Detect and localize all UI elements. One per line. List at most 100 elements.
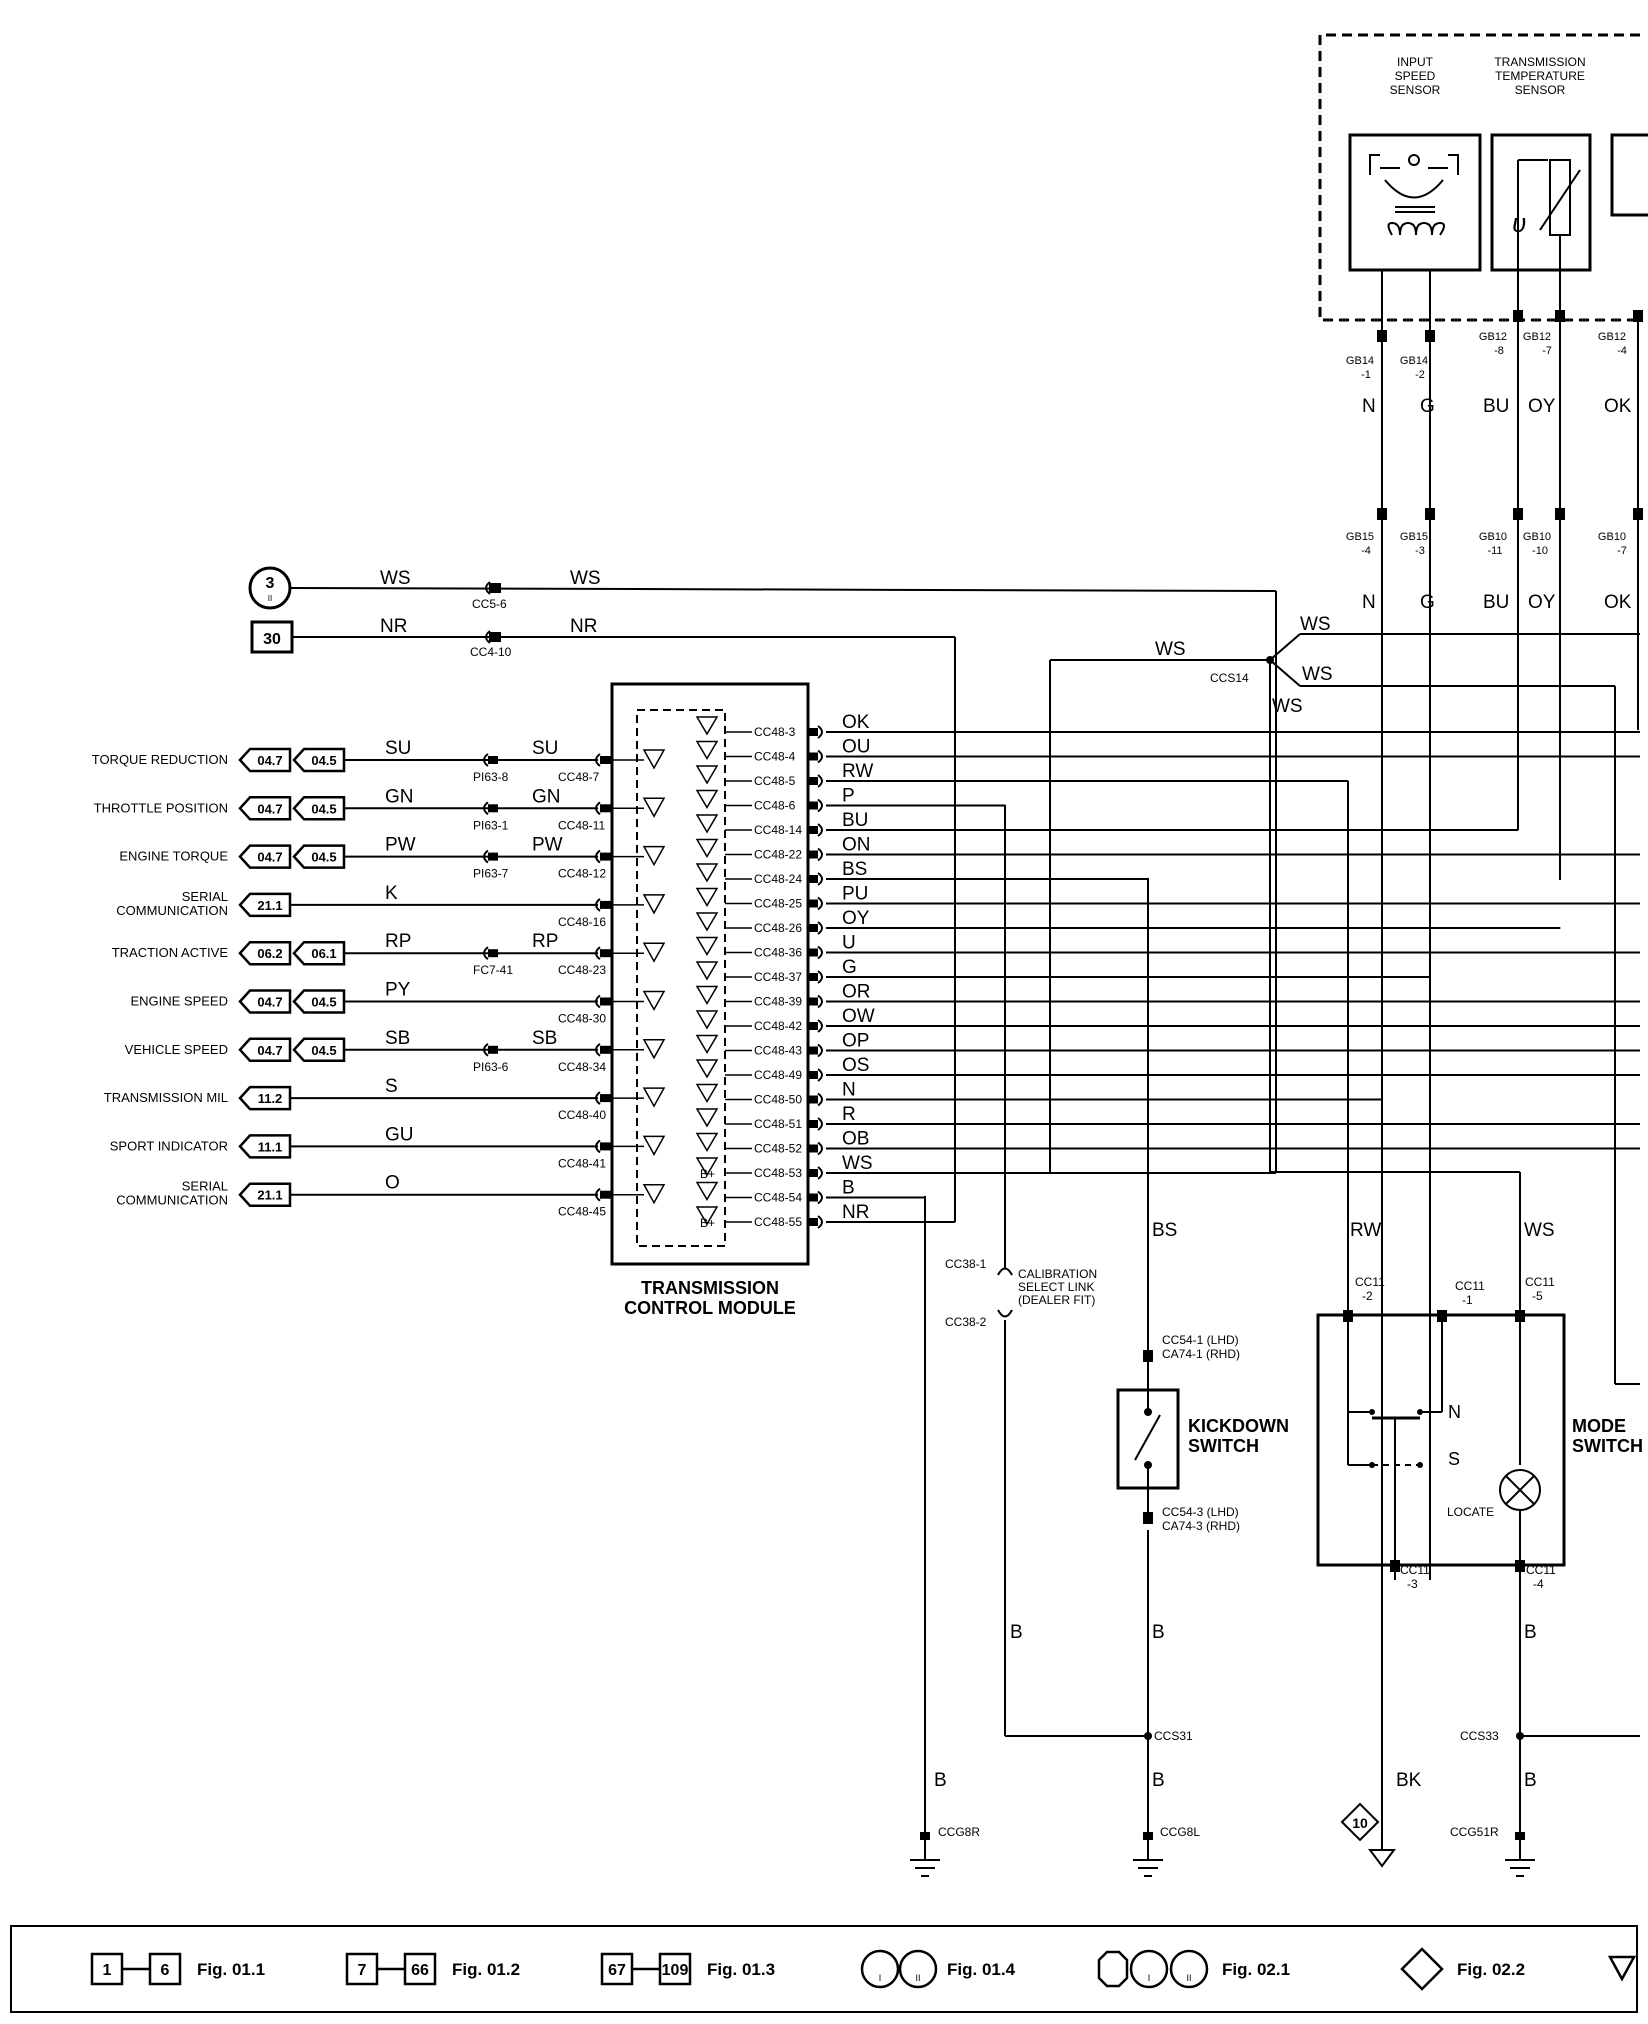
tcm-pin-connector xyxy=(817,1019,823,1033)
input-pin: CC48-12 xyxy=(558,867,606,881)
inline-connector xyxy=(483,753,489,767)
inline-connector-pin xyxy=(488,756,498,764)
tcm-pin-socket xyxy=(808,1218,818,1226)
tcm-pin-socket xyxy=(808,826,818,834)
conn-cc5-6: CC5-6 xyxy=(472,597,507,611)
output-wire-color: WS xyxy=(842,1153,873,1174)
tcm-inner-dashed xyxy=(636,709,726,1247)
input-wire-color-2: PW xyxy=(532,835,563,856)
diode-icon xyxy=(695,985,719,1005)
sensor-pin-labels: GB14-1 GB14-2 GB12-8 GB12-7 GB12-4 GB15-… xyxy=(1346,331,1627,557)
svg-text:CC11: CC11 xyxy=(1400,1563,1430,1577)
input-ref: 04.5 xyxy=(311,850,336,865)
tcm-pin-connector xyxy=(817,896,823,911)
ground-10-label: 10 xyxy=(1352,1815,1368,1831)
diode-icon xyxy=(642,942,666,963)
input-speed-title-2: SPEED xyxy=(1395,69,1436,83)
input-connector: PI63-7 xyxy=(473,867,509,881)
diode-icon xyxy=(642,797,666,818)
temp-title-3: SENSOR xyxy=(1515,83,1566,97)
tcm-pin-connector xyxy=(595,801,601,816)
tcm-pin-socket xyxy=(600,1094,612,1103)
splice-ws-d: WS xyxy=(1272,696,1303,717)
svg-text:GB14: GB14 xyxy=(1346,355,1374,367)
legend-box-6: 6 xyxy=(161,1962,170,1979)
tcm-pin-socket xyxy=(808,899,818,908)
inline-connector-pin xyxy=(488,852,498,861)
svg-text:GB15: GB15 xyxy=(1400,531,1428,543)
ref-pentagon xyxy=(238,844,292,869)
input-wire-color: K xyxy=(385,883,398,904)
input-ref: 04.5 xyxy=(311,753,336,768)
calibration-title-2: SELECT LINK xyxy=(1018,1280,1094,1294)
conn-cc4-10: CC4-10 xyxy=(470,645,512,659)
input-wire-color: GN xyxy=(385,786,414,807)
tcm-pin-socket xyxy=(808,875,818,883)
svg-text:GB12: GB12 xyxy=(1598,331,1626,343)
input-ref: 04.7 xyxy=(257,995,282,1010)
calibration-title-1: CALIBRATION xyxy=(1018,1267,1097,1281)
input-pin: CC48-11 xyxy=(558,818,605,832)
input-wire-color: GU xyxy=(385,1124,414,1145)
input-wire-color: PY xyxy=(385,980,411,1001)
wire-rw-mode: RW xyxy=(1350,1220,1381,1241)
svg-text:GB12: GB12 xyxy=(1523,331,1551,343)
output-pin: CC48-55 xyxy=(754,1215,802,1229)
output-pin: CC48-4 xyxy=(754,750,796,764)
svg-text:BU: BU xyxy=(1483,592,1509,613)
input-wire-color-2: RP xyxy=(532,931,558,952)
input-speed-title-1: INPUT xyxy=(1397,55,1434,69)
output-wire-color: OS xyxy=(842,1055,869,1076)
conn-cc54-1: CC54-1 (LHD) xyxy=(1162,1333,1239,1347)
input-wire-color-2: SU xyxy=(532,738,558,759)
kickdown-title-2: SWITCH xyxy=(1188,1436,1259,1456)
splice-ws-b: WS xyxy=(1300,614,1331,635)
inline-connector xyxy=(483,946,489,960)
input-wire-color-2: SB xyxy=(532,1028,557,1049)
tcm-pin-socket xyxy=(600,1142,612,1151)
svg-text:GB10: GB10 xyxy=(1598,531,1626,543)
tcm-pin-connector xyxy=(595,898,601,912)
input-label: ENGINE SPEED xyxy=(130,994,228,1009)
input-pin: CC48-45 xyxy=(558,1205,606,1219)
ground-10-diamond xyxy=(1340,1802,1380,1842)
diode-icon xyxy=(695,1181,719,1201)
legend-box-1: 1 xyxy=(103,1962,112,1979)
legend-fig-012: Fig. 01.2 xyxy=(452,1960,520,1979)
legend-oct-ii: II xyxy=(1186,1973,1191,1983)
sensor-hole xyxy=(1408,154,1420,166)
input-label: SERIAL xyxy=(182,1179,228,1194)
diode-icon xyxy=(695,1034,719,1054)
diode-icon xyxy=(642,1183,666,1205)
output-wire-color: BU xyxy=(842,810,868,831)
tcm-pin-socket xyxy=(808,973,818,981)
tcm-pin-connector xyxy=(817,725,823,739)
thermistor-icon xyxy=(1549,159,1571,236)
tcm-pin-socket xyxy=(600,1190,612,1199)
diode-icon xyxy=(642,845,666,867)
input-ref: 11.2 xyxy=(258,1091,283,1106)
sensor-connectors xyxy=(1377,310,1643,520)
output-pin: CC48-50 xyxy=(754,1093,802,1107)
output-pin: CC48-14 xyxy=(754,823,802,837)
tcm-pin-connector xyxy=(817,749,823,764)
wire-b-mode-ground: B xyxy=(1524,1770,1537,1791)
input-label: TRANSMISSION MIL xyxy=(104,1090,228,1105)
tcm-pin-socket xyxy=(808,948,818,957)
output-pin: CC48-54 xyxy=(754,1191,802,1205)
tcm-pin-socket xyxy=(808,997,818,1006)
bplus-label: B+ xyxy=(700,1167,715,1181)
svg-text:GB12: GB12 xyxy=(1479,331,1507,343)
input-wire-color: PW xyxy=(385,835,416,856)
input-ref: 04.5 xyxy=(311,801,336,816)
inline-connector xyxy=(483,801,489,816)
wire-b-mode: B xyxy=(1524,1622,1537,1643)
output-pin: CC48-3 xyxy=(754,725,796,739)
